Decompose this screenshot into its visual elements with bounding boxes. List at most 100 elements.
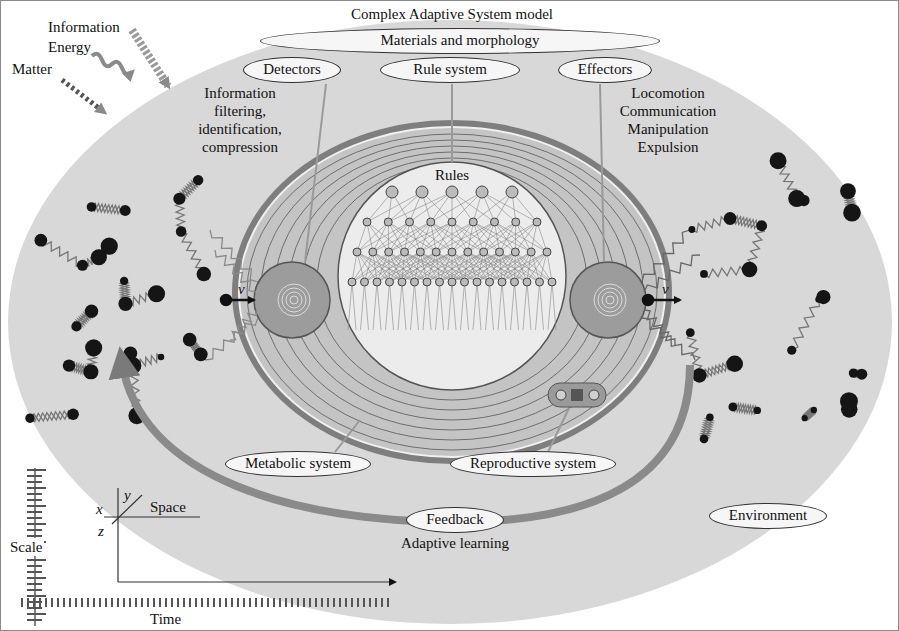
particle bbox=[194, 347, 208, 361]
neuron bbox=[464, 248, 472, 256]
time-tick bbox=[51, 598, 53, 607]
time-tick bbox=[195, 598, 197, 607]
synapse bbox=[367, 222, 373, 252]
label-oval: Materials and morphology bbox=[260, 28, 660, 54]
sensor-ring bbox=[278, 284, 310, 316]
synapse bbox=[405, 222, 431, 252]
particle bbox=[173, 193, 185, 205]
synapse bbox=[452, 222, 473, 252]
time-tick bbox=[165, 598, 167, 607]
dendrite bbox=[502, 282, 506, 330]
axes bbox=[35, 468, 395, 626]
label-oval: FeedbackAdaptive learning bbox=[406, 507, 503, 533]
scale-tick bbox=[27, 613, 46, 615]
time-tick bbox=[237, 598, 239, 607]
neuron bbox=[533, 218, 541, 226]
time-tick bbox=[159, 598, 161, 607]
neuron bbox=[498, 278, 506, 286]
environment-ground bbox=[8, 20, 892, 624]
time-tick bbox=[201, 598, 203, 607]
time-tick bbox=[213, 598, 215, 607]
text-label: Expulsion bbox=[638, 138, 699, 156]
text-label: Energy bbox=[48, 38, 91, 56]
synapse bbox=[468, 222, 495, 252]
synapse bbox=[484, 222, 537, 252]
label-oval: Environment bbox=[709, 503, 827, 529]
particle bbox=[148, 285, 165, 302]
time-tick bbox=[309, 598, 311, 607]
neuron bbox=[480, 248, 488, 256]
particle bbox=[83, 364, 98, 379]
spring-line bbox=[642, 230, 690, 282]
particle bbox=[193, 175, 203, 185]
synapse bbox=[427, 252, 484, 282]
particle bbox=[728, 403, 737, 412]
dendrite bbox=[440, 282, 444, 330]
dendrite bbox=[490, 282, 494, 330]
spring-line bbox=[41, 240, 83, 266]
feedback-arrow bbox=[122, 362, 690, 522]
particle bbox=[176, 226, 186, 236]
sensor-ring bbox=[286, 292, 302, 308]
synapse bbox=[495, 222, 548, 252]
neuron bbox=[423, 278, 431, 286]
particle bbox=[101, 237, 118, 254]
time-tick bbox=[291, 598, 293, 607]
neuron bbox=[536, 278, 544, 286]
ring bbox=[289, 152, 615, 420]
particle bbox=[700, 270, 708, 278]
scale-tick bbox=[27, 619, 42, 621]
dendrite bbox=[352, 282, 356, 330]
text-label: Communication bbox=[620, 102, 717, 120]
dendrite bbox=[461, 282, 465, 330]
synapse bbox=[373, 252, 415, 282]
scale-tick bbox=[27, 499, 42, 501]
synapse bbox=[390, 252, 453, 282]
neuron bbox=[373, 278, 381, 286]
spring-line bbox=[205, 318, 258, 360]
neuron bbox=[511, 278, 519, 286]
scale-tick bbox=[27, 505, 46, 507]
text-label: Information bbox=[48, 18, 120, 36]
sensor-ring bbox=[290, 296, 298, 304]
synapse bbox=[377, 252, 405, 282]
particle bbox=[692, 368, 706, 382]
spring-line bbox=[230, 310, 256, 340]
text-label: x bbox=[96, 500, 103, 518]
synapse bbox=[537, 222, 547, 252]
synapse bbox=[410, 222, 421, 252]
neuron bbox=[432, 248, 440, 256]
synapse bbox=[515, 252, 548, 282]
synapse bbox=[373, 222, 388, 252]
neuron bbox=[411, 278, 419, 286]
time-tick bbox=[141, 598, 143, 607]
scale-tick bbox=[27, 565, 42, 567]
synapse bbox=[468, 222, 473, 252]
particle bbox=[742, 262, 758, 278]
synapse bbox=[515, 252, 552, 282]
particle bbox=[71, 321, 81, 331]
neural-network bbox=[348, 186, 556, 330]
synapse bbox=[490, 252, 548, 282]
particle bbox=[25, 413, 34, 422]
oval-label: Detectors bbox=[244, 58, 339, 80]
synapse bbox=[547, 252, 552, 282]
particle bbox=[856, 369, 867, 380]
neuron bbox=[369, 248, 377, 256]
text-label: Time bbox=[150, 610, 181, 628]
scale-tick bbox=[27, 523, 46, 525]
synapse bbox=[515, 252, 532, 282]
time-tick bbox=[243, 598, 245, 607]
time-tick bbox=[339, 598, 341, 607]
time-tick bbox=[279, 598, 281, 607]
dendrite bbox=[486, 282, 490, 330]
sensor-ring bbox=[606, 296, 614, 304]
time-tick bbox=[123, 598, 125, 607]
synapse bbox=[473, 222, 499, 252]
sensor-circles bbox=[205, 230, 700, 360]
time-tick bbox=[255, 598, 257, 607]
spring-line bbox=[644, 310, 675, 345]
ring bbox=[303, 158, 601, 410]
synapse bbox=[415, 252, 468, 282]
synapse bbox=[402, 252, 405, 282]
